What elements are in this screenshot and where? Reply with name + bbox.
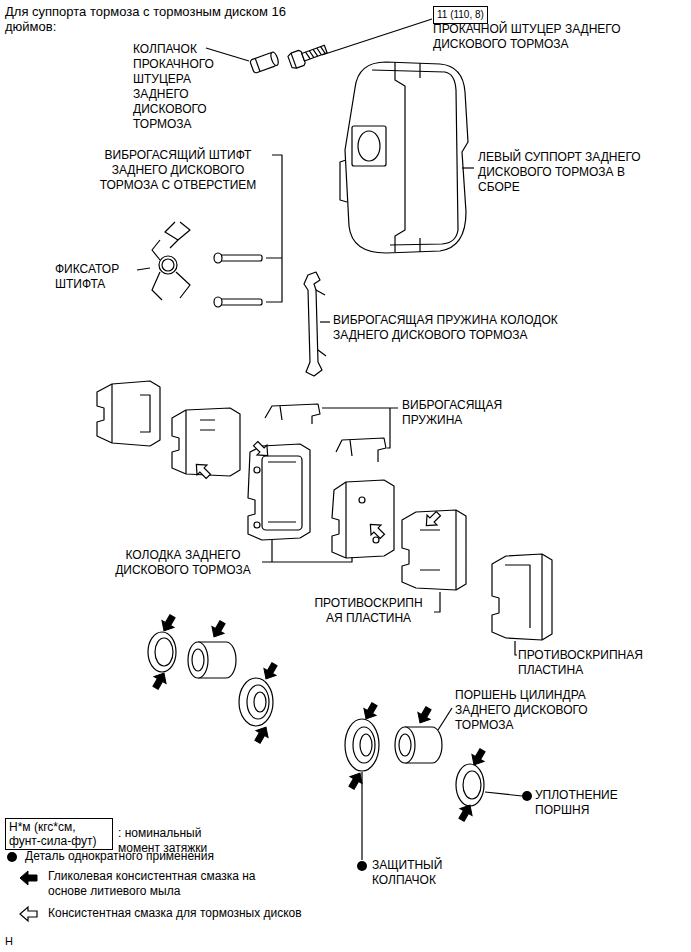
part-label: ЛЕВЫЙ СУППОРТ ЗАДНЕГО ДИСКОВОГО ТОРМОЗА … [478, 150, 648, 195]
part-label: КОЛОДКА ЗАДНЕГО ДИСКОВОГО ТОРМОЗА [103, 548, 263, 578]
single-use-dot [522, 791, 532, 801]
page-mark: H [5, 934, 35, 949]
part-label: КОЛПАЧОК ПРОКАЧНОГО ШТУЦЕРА ЗАДНЕГО ДИСК… [133, 42, 233, 132]
part-label: ВИБРОГАСЯЩИЙ ШТИФТ ЗАДНЕГО ДИСКОВОГО ТОР… [88, 148, 268, 193]
lube-arrow [260, 661, 281, 683]
leader-line [462, 167, 474, 168]
spring [336, 438, 386, 462]
bracket-line [322, 408, 398, 448]
lube-arrow [468, 747, 489, 769]
piston-seal [148, 632, 176, 672]
pad-spring [304, 272, 326, 376]
leader-line [438, 708, 452, 730]
dust-boot [239, 678, 273, 726]
leader-line [322, 19, 432, 55]
part-label: ПОРШЕНЬ ЦИЛИНДРА ЗАДНЕГО ДИСКОВОГО ТОРМО… [455, 688, 615, 733]
lube-arrow [360, 701, 381, 723]
leader-line [137, 268, 150, 270]
lube-arrow [455, 802, 476, 824]
part-label: ФИКСАТОР ШТИФТА [55, 262, 135, 292]
lube-arrow [414, 705, 435, 727]
leader-line [361, 772, 362, 860]
diagram-title: Для суппорта тормоза с тормозным диском … [5, 4, 315, 34]
part-label: УПЛОТНЕНИЕ ПОРШНЯ [535, 788, 655, 818]
grease-arrow [365, 519, 387, 541]
legend-dot [7, 852, 17, 862]
leader-line [515, 641, 517, 655]
legend-text: Консистентная смазка для тормозных диско… [48, 906, 338, 921]
pin-clip [152, 222, 190, 300]
grease-arrow [421, 509, 443, 531]
caliper [340, 62, 468, 253]
piston-seal [456, 764, 484, 806]
bleeder-cap [250, 51, 280, 73]
bracket-line [266, 155, 282, 302]
piston [188, 642, 236, 678]
dust-boot [345, 719, 379, 771]
legend-text: Гликолевая консистентная смазка на основ… [48, 869, 283, 899]
part-label: ПРОТИВОСКРИПН АЯ ПЛАСТИНА [306, 596, 431, 626]
lube-arrow [149, 670, 170, 692]
shim [492, 554, 552, 640]
part-label: ВИБРОГАСЯЩАЯ ПРУЖИНА КОЛОДОК ЗАДНЕГО ДИС… [333, 313, 595, 343]
grease-arrow [191, 459, 213, 481]
part-label: ВИБРОГАСЯЩАЯ ПРУЖИНА [402, 398, 522, 428]
part-label: ЗАЩИТНЫЙ КОЛПАЧОК [372, 858, 472, 888]
brake-pad [248, 444, 310, 540]
pins [214, 253, 262, 307]
box-text: Н*м (кгс*см, фунт-сила-фут) [9, 820, 109, 848]
leader-line [320, 321, 330, 322]
lube-arrow [251, 724, 272, 746]
leader-line [434, 592, 440, 612]
torque-box: 11 (110, 8) [433, 6, 488, 24]
lube-arrow [345, 770, 366, 792]
legend-white-arrow [20, 907, 37, 921]
lube-arrow [158, 613, 179, 635]
box-text: 11 (110, 8) [437, 8, 484, 22]
lube-arrow [208, 619, 229, 641]
piston [395, 727, 442, 763]
part-label: ПРОКАЧНОЙ ШТУЦЕР ЗАДНЕГО ДИСКОВОГО ТОРМО… [433, 22, 655, 52]
shim [97, 381, 160, 446]
single-use-dot [357, 861, 367, 871]
bracket-line [262, 539, 352, 562]
part-label: ПРОТИВОСКРИПНАЯ ПЛАСТИНА [518, 648, 658, 678]
legend-text: Деталь однократного применения [25, 849, 325, 864]
spring [265, 404, 320, 424]
legend-key-box: Н*м (кгс*см, фунт-сила-фут) [5, 818, 113, 850]
leader-line [485, 792, 522, 796]
brake-pad [332, 480, 394, 558]
legend-black-arrow [20, 871, 37, 885]
grease-arrow [251, 439, 273, 461]
